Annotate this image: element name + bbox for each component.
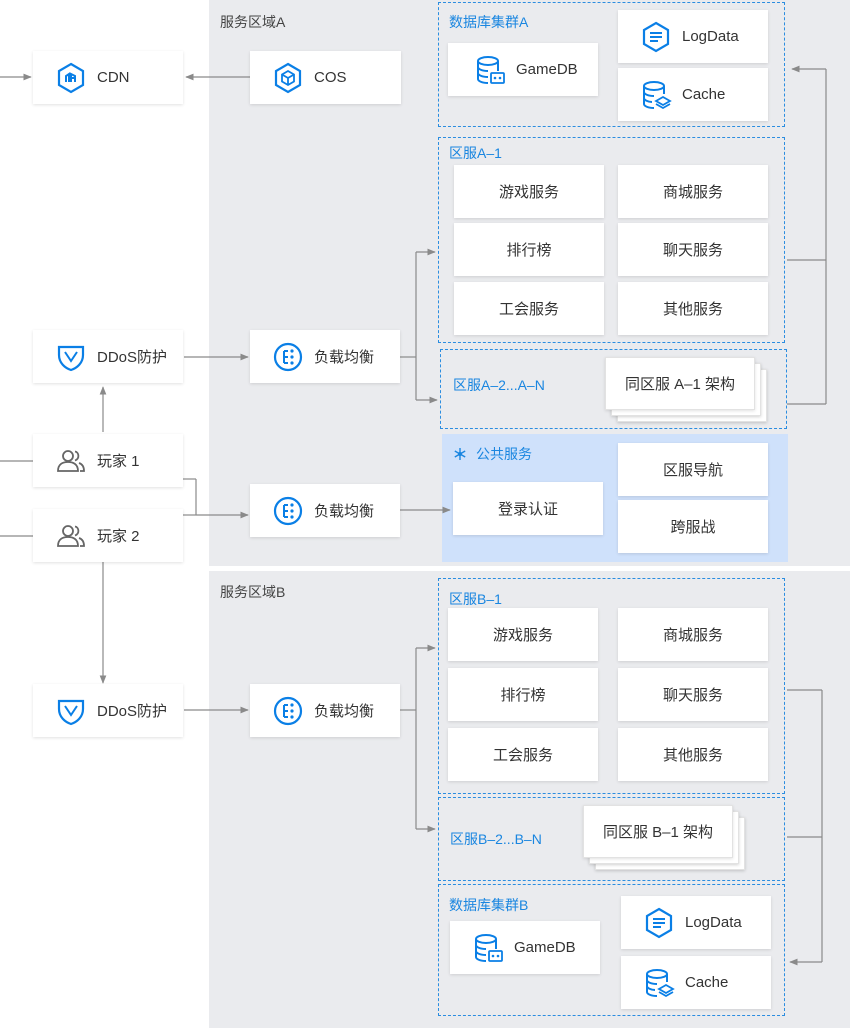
zone-a1-cluster	[438, 137, 785, 343]
load-balancer-icon	[272, 341, 304, 373]
load-balancer-icon	[272, 695, 304, 727]
zone-a-n-label: 区服A–2...A–N	[453, 377, 545, 393]
ddos-b-node[interactable]: DDoS防护	[33, 684, 183, 737]
service-a1-rank[interactable]: 排行榜	[454, 223, 604, 276]
ddos-a-node[interactable]: DDoS防护	[33, 330, 183, 383]
zone-nav-node[interactable]: 区服导航	[618, 443, 768, 496]
ddos-a-label: DDoS防护	[97, 349, 168, 366]
same-arch-a-card[interactable]: 同区服 A–1 架构	[605, 357, 755, 410]
load-balancer-b-node[interactable]: 负载均衡	[250, 684, 400, 737]
load-balancer-a-node[interactable]: 负载均衡	[250, 330, 400, 383]
gamedb-a-node[interactable]: GameDB	[448, 43, 598, 96]
log-hexagon-icon	[640, 21, 672, 53]
cache-database-icon	[643, 967, 675, 999]
database-icon	[474, 54, 506, 86]
logdata-b-node[interactable]: LogData	[621, 896, 771, 949]
db-cluster-b-title: 数据库集群B	[449, 897, 529, 913]
cdn-node[interactable]: CDN	[33, 51, 183, 104]
gamedb-b-label: GameDB	[514, 939, 576, 956]
load-balancer-public-node[interactable]: 负载均衡	[250, 484, 400, 537]
region-a-title: 服务区域A	[220, 14, 286, 30]
service-a1-chat[interactable]: 聊天服务	[618, 223, 768, 276]
cdn-hexagon-icon	[55, 62, 87, 94]
load-balancer-icon	[272, 495, 304, 527]
gamedb-b-node[interactable]: GameDB	[450, 921, 600, 974]
cache-a-label: Cache	[682, 86, 726, 103]
zone-b1-title: 区服B–1	[449, 591, 502, 607]
log-hexagon-icon	[643, 907, 675, 939]
db-cluster-a	[438, 2, 785, 127]
service-b1-chat[interactable]: 聊天服务	[618, 668, 768, 721]
cache-database-icon	[640, 79, 672, 111]
cos-cube-hexagon-icon	[272, 62, 304, 94]
same-arch-b-card[interactable]: 同区服 B–1 架构	[583, 805, 733, 858]
service-a1-guild[interactable]: 工会服务	[454, 282, 604, 335]
gamedb-a-label: GameDB	[516, 61, 578, 78]
users-icon	[55, 520, 87, 552]
service-b1-rank[interactable]: 排行榜	[448, 668, 598, 721]
load-balancer-b-label: 负载均衡	[314, 703, 375, 720]
zone-b-n-label: 区服B–2...B–N	[450, 831, 542, 847]
service-a1-other[interactable]: 其他服务	[618, 282, 768, 335]
logdata-a-label: LogData	[682, 28, 739, 45]
cos-node[interactable]: COS	[250, 51, 401, 104]
cache-b-label: Cache	[685, 974, 729, 991]
zone-b1-cluster	[438, 578, 785, 794]
ddos-b-label: DDoS防护	[97, 703, 168, 720]
cache-a-node[interactable]: Cache	[618, 68, 768, 121]
player-1-node[interactable]: 玩家 1	[33, 434, 183, 487]
cross-server-node[interactable]: 跨服战	[618, 500, 768, 553]
database-icon	[472, 932, 504, 964]
load-balancer-a-label: 负载均衡	[314, 349, 375, 366]
player-2-node[interactable]: 玩家 2	[33, 509, 183, 562]
region-b-title: 服务区域B	[220, 584, 286, 600]
db-cluster-b	[438, 884, 785, 1016]
service-b1-guild[interactable]: 工会服务	[448, 728, 598, 781]
service-b1-other[interactable]: 其他服务	[618, 728, 768, 781]
logdata-b-label: LogData	[685, 914, 742, 931]
service-a1-game[interactable]: 游戏服务	[454, 165, 604, 218]
service-b1-mall[interactable]: 商城服务	[618, 608, 768, 661]
service-a1-mall[interactable]: 商城服务	[618, 165, 768, 218]
zone-a-n-cluster	[440, 349, 787, 429]
zone-a1-title: 区服A–1	[449, 145, 502, 161]
network-star-icon	[452, 446, 468, 462]
cdn-label: CDN	[97, 69, 130, 86]
shield-icon	[55, 695, 87, 727]
service-b1-game[interactable]: 游戏服务	[448, 608, 598, 661]
logdata-a-node[interactable]: LogData	[618, 10, 768, 63]
db-cluster-a-title: 数据库集群A	[449, 14, 529, 30]
cos-label: COS	[314, 69, 347, 86]
load-balancer-public-label: 负载均衡	[314, 503, 375, 520]
cache-b-node[interactable]: Cache	[621, 956, 771, 1009]
zone-b-n-cluster	[438, 797, 785, 881]
login-auth-node[interactable]: 登录认证	[453, 482, 603, 535]
player-1-label: 玩家 1	[97, 453, 140, 470]
users-icon	[55, 445, 87, 477]
player-2-label: 玩家 2	[97, 528, 140, 545]
public-services-title: 公共服务	[476, 446, 532, 462]
shield-icon	[55, 341, 87, 373]
